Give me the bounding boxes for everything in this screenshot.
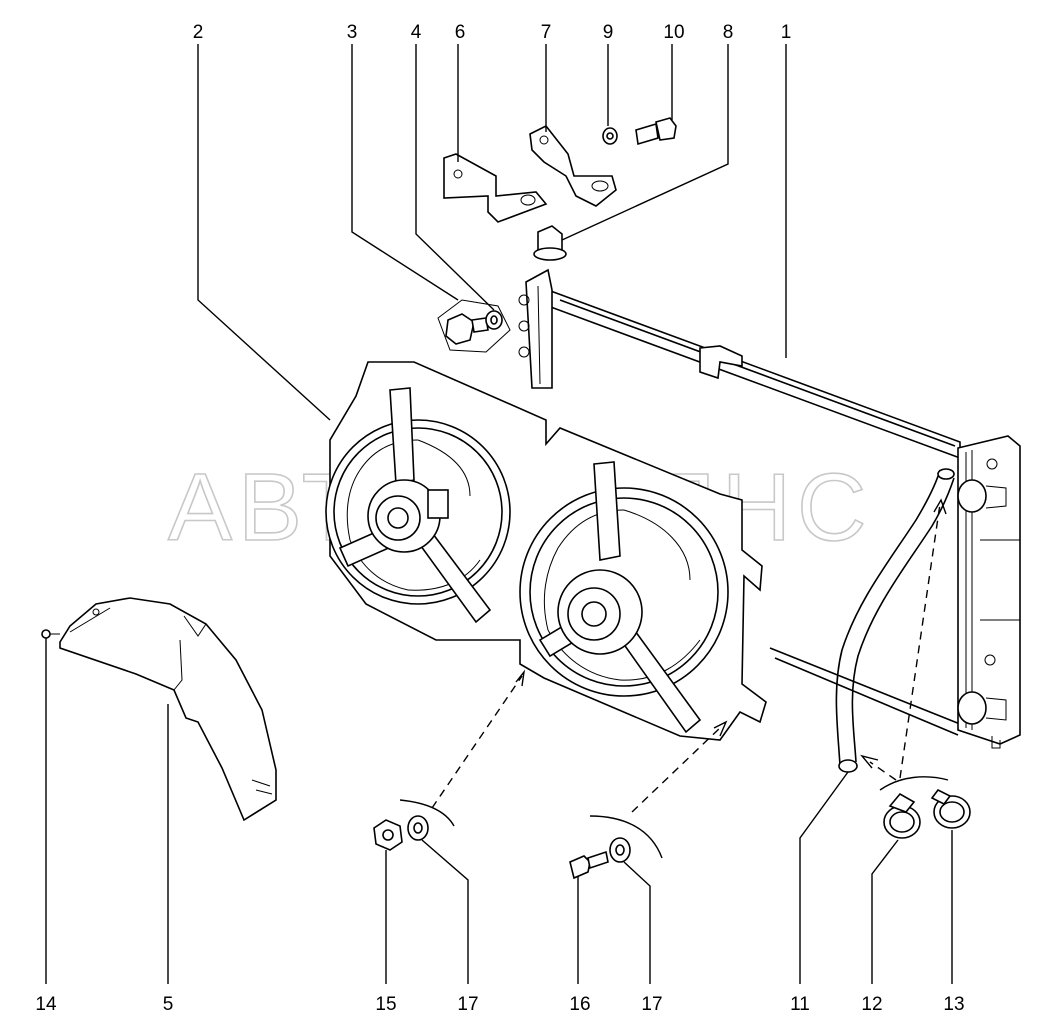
callout-6: 6 [455, 22, 466, 43]
washer-9 [602, 127, 618, 145]
callout-17-left: 17 [457, 994, 478, 1015]
callout-labels: 2 3 4 6 7 9 10 8 1 14 5 15 17 16 17 11 1… [35, 22, 964, 1015]
callout-7: 7 [541, 22, 552, 43]
callout-11: 11 [790, 994, 810, 1015]
radiator [518, 268, 1021, 749]
clamp-12 [883, 792, 921, 839]
callout-15: 15 [375, 994, 396, 1015]
washer-17-right [609, 837, 631, 863]
callout-13: 13 [943, 994, 964, 1015]
callout-14: 14 [35, 994, 57, 1015]
bracket-6 [443, 153, 548, 223]
callout-12: 12 [861, 994, 882, 1015]
hose-11 [835, 468, 955, 773]
cover-panel-5 [59, 597, 277, 822]
callout-2: 2 [193, 22, 204, 43]
fan-left [325, 387, 511, 624]
callout-10: 10 [663, 22, 684, 43]
bolt-10 [635, 117, 677, 146]
callout-5: 5 [163, 994, 174, 1015]
bracket-7 [529, 124, 617, 207]
washer-17-left [407, 815, 429, 841]
callout-9: 9 [603, 22, 614, 43]
washer-4 [485, 310, 503, 330]
leader-lines [45, 44, 953, 984]
bolt-16 [569, 850, 609, 880]
callout-1: 1 [781, 22, 792, 43]
nut-15 [373, 819, 403, 851]
callout-16: 16 [569, 994, 590, 1015]
screw-14 [41, 629, 60, 639]
rubber-mount-8 [533, 225, 567, 261]
callout-4: 4 [411, 22, 422, 43]
bolt-3 [437, 299, 511, 353]
callout-8: 8 [723, 22, 734, 43]
assembly-guides [399, 498, 949, 859]
fan-right [519, 461, 729, 734]
callout-3: 3 [347, 22, 358, 43]
clamp-13 [930, 788, 971, 829]
callout-17-right: 17 [641, 994, 662, 1015]
